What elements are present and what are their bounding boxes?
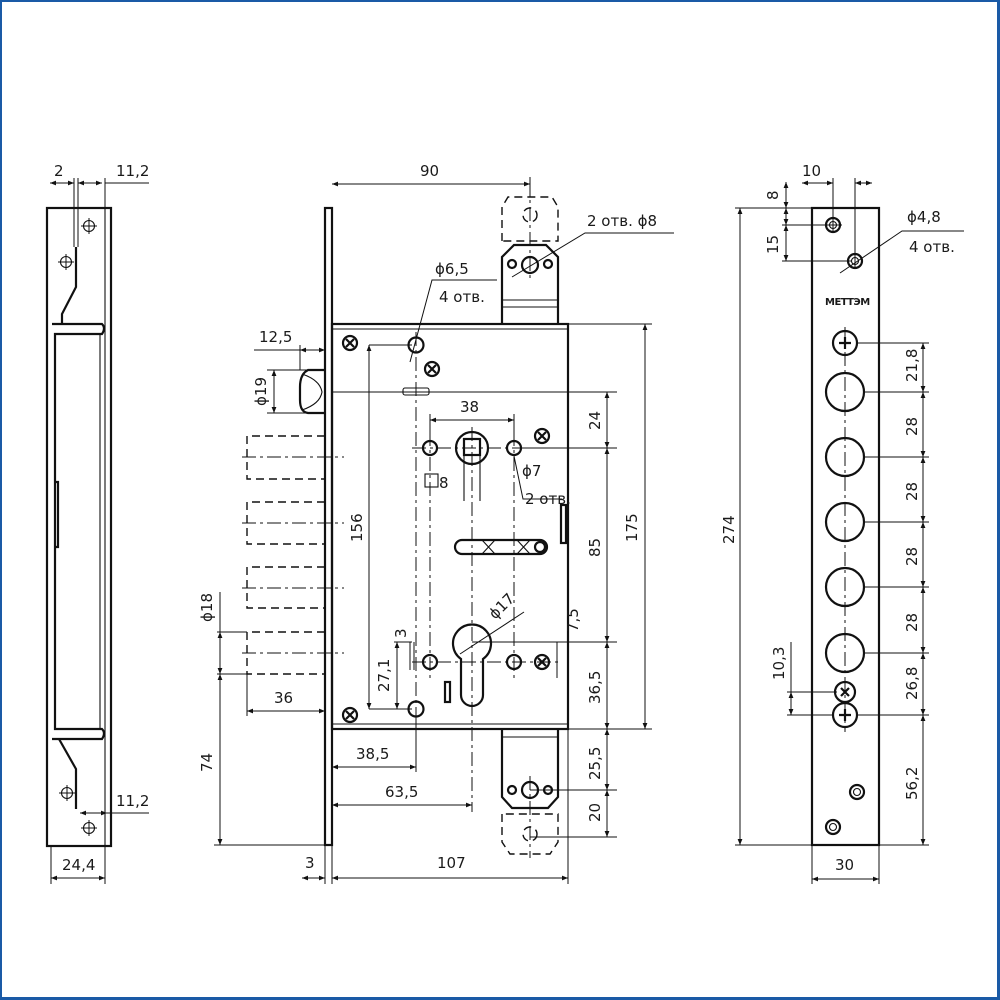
brand-logo: МЕТТЭМ — [825, 297, 870, 308]
hole-count: 4 отв. — [909, 238, 955, 256]
dim-7-5: 7,5 — [564, 608, 582, 632]
bolt-spacing-2: 28 — [903, 482, 921, 501]
bolt-spacing-4: 28 — [903, 613, 921, 632]
bolt-projection: 36 — [274, 689, 293, 707]
dim-27-1: 27,1 — [375, 659, 393, 692]
upper-bent-tab — [60, 247, 78, 324]
top-lug-extended-outline — [501, 196, 559, 242]
dim-26-8: 26,8 — [903, 667, 921, 700]
total-length: 274 — [720, 515, 738, 544]
faceplate-width: 30 — [835, 856, 854, 874]
small-hole-icon — [824, 216, 866, 836]
latch-projection: 12,5 — [259, 328, 292, 346]
dim-25-5: 25,5 — [586, 747, 604, 780]
dim-74: 74 — [198, 753, 216, 772]
lug-holes-note: 2 отв. ϕ8 — [587, 212, 657, 230]
side-hole-diameter: ϕ7 — [522, 462, 541, 480]
dim-85: 85 — [586, 538, 604, 557]
cylinder-diameter: ϕ17 — [485, 590, 518, 623]
dim-8: 8 — [764, 190, 782, 200]
dim-175: 175 — [623, 513, 641, 542]
faceplate-thickness: 3 — [305, 854, 315, 872]
dim-21-8: 21,8 — [903, 349, 921, 382]
dim-20: 20 — [586, 803, 604, 822]
side-slot — [559, 503, 568, 545]
bottom-lug — [500, 729, 560, 810]
left-strip-outline — [45, 206, 113, 848]
latch — [298, 368, 325, 415]
bolt-spacing-3: 28 — [903, 547, 921, 566]
dim-3-small: 3 — [392, 628, 410, 638]
hole-icon — [58, 218, 97, 836]
mount-hole-count: 4 отв. — [439, 288, 485, 306]
spindle-hole-spacing: 38 — [460, 398, 479, 416]
bolt-spacing-1: 28 — [903, 417, 921, 436]
dim-24: 24 — [586, 411, 604, 430]
spindle-square-size: 8 — [439, 474, 449, 492]
cylinder-keyhole — [451, 623, 493, 708]
dim-156: 156 — [348, 513, 366, 542]
dim-56-2: 56,2 — [903, 767, 921, 800]
dim-90: 90 — [420, 162, 439, 180]
backset-63-5: 63,5 — [385, 783, 418, 801]
backset-38-5: 38,5 — [356, 745, 389, 763]
dim-36-5: 36,5 — [586, 671, 604, 704]
dim-left-gap: 2 — [54, 162, 64, 180]
latch-diameter: ϕ19 — [252, 377, 270, 406]
lock-body-view: 90 2 отв. ϕ8 ϕ6,5 4 отв. 12,5 ϕ19 38 ϕ7 … — [198, 162, 674, 884]
lock-case — [330, 322, 570, 731]
faceplate-strip — [810, 206, 881, 847]
bolt-diameter: ϕ18 — [198, 593, 216, 622]
screw-icon — [341, 334, 551, 724]
bottom-lug-extended-outline — [501, 813, 559, 855]
dim-left-top-offset: 11,2 — [116, 162, 149, 180]
faceplate-front-view: МЕТТЭМ 10 8 15 ϕ4,8 4 отв. 21,8 28 — [720, 162, 964, 884]
side-hole-count: 2 отв. — [525, 490, 571, 508]
left-channel — [52, 322, 106, 741]
lever-slot — [453, 538, 549, 556]
dim-15: 15 — [764, 235, 782, 254]
lower-bent-tab — [58, 738, 78, 809]
square-symbol — [424, 473, 439, 488]
case-depth: 107 — [437, 854, 466, 872]
dim-left-width: 24,4 — [62, 856, 95, 874]
hole-diameter: ϕ4,8 — [907, 208, 941, 226]
left-side-view: 2 11,2 11,2 24,4 — [45, 162, 149, 884]
mount-hole-diameter: ϕ6,5 — [435, 260, 469, 278]
cylinder-marker — [443, 680, 452, 704]
dim-10: 10 — [802, 162, 821, 180]
dim-left-bottom-offset: 11,2 — [116, 792, 149, 810]
deadbolts — [242, 435, 344, 675]
dim-10-3: 10,3 — [770, 647, 788, 680]
